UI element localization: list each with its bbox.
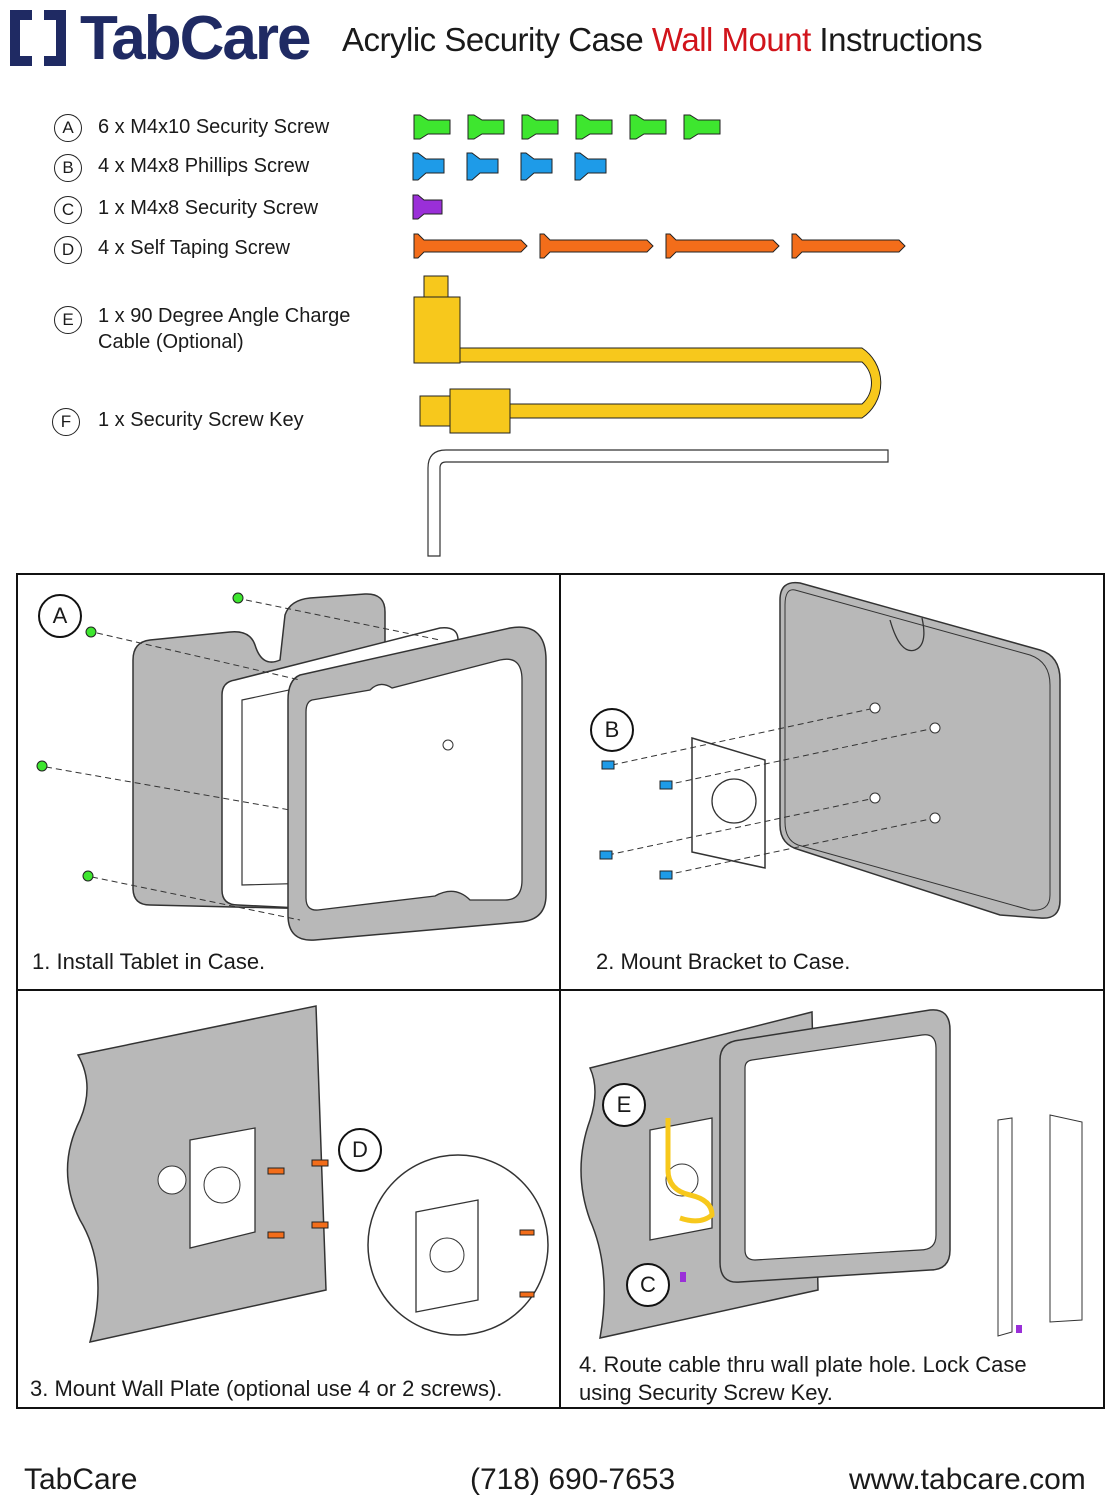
part-e-label-line1: 1 x 90 Degree Angle Charge <box>98 305 351 327</box>
part-letter-b: B <box>54 154 82 182</box>
part-letter-a: A <box>54 114 82 142</box>
step3-caption: 3. Mount Wall Plate (optional use 4 or 2… <box>30 1376 503 1401</box>
purple-security-screw-icon <box>412 194 443 220</box>
charge-cable-icon <box>413 275 882 434</box>
step4-caption-line2: using Security Screw Key. <box>579 1380 833 1405</box>
step1-callout-a: A <box>38 594 82 638</box>
parts-illustration <box>400 105 920 565</box>
footer-website[interactable]: www.tabcare.com <box>849 1463 1086 1496</box>
self-tapping-screw-icon <box>413 233 906 259</box>
part-d-label: 4 x Self Taping Screw <box>98 237 290 259</box>
part-a-label: 6 x M4x10 Security Screw <box>98 116 330 138</box>
step4-caption-line1: 4. Route cable thru wall plate hole. Loc… <box>579 1352 1027 1377</box>
step4-illustration <box>562 992 1102 1342</box>
step3-illustration <box>18 992 558 1362</box>
part-letter-d: D <box>54 236 82 264</box>
step4-callout-e: E <box>602 1083 646 1127</box>
brand-name: TabCare <box>80 4 311 73</box>
part-b-label: 4 x M4x8 Phillips Screw <box>98 155 310 177</box>
part-letter-e: E <box>54 306 82 334</box>
grid-divider-horizontal <box>16 989 1105 991</box>
part-letter-c: C <box>54 196 82 224</box>
tabcare-logo-icon <box>6 6 70 70</box>
part-f-label: 1 x Security Screw Key <box>98 409 304 431</box>
footer-company: TabCare <box>24 1463 138 1496</box>
step4-callout-c: C <box>626 1263 670 1307</box>
step3-callout-d: D <box>338 1128 382 1172</box>
security-screw-icon <box>413 114 721 140</box>
step2-callout-b: B <box>590 708 634 752</box>
grid-divider-vertical <box>559 573 561 1409</box>
part-letter-f: F <box>52 408 80 436</box>
page-title: Acrylic Security Case Wall Mount Instruc… <box>342 21 983 58</box>
security-key-icon <box>427 449 889 557</box>
part-c-label: 1 x M4x8 Security Screw <box>98 197 319 219</box>
footer-phone: (718) 690-7653 <box>470 1463 676 1496</box>
step1-illustration <box>18 575 558 945</box>
phillips-screw-icon <box>412 152 607 181</box>
step2-caption: 2. Mount Bracket to Case. <box>596 949 851 974</box>
step2-illustration <box>562 575 1102 945</box>
step1-caption: 1. Install Tablet in Case. <box>32 949 266 974</box>
part-e-label-line2: Cable (Optional) <box>98 331 244 353</box>
